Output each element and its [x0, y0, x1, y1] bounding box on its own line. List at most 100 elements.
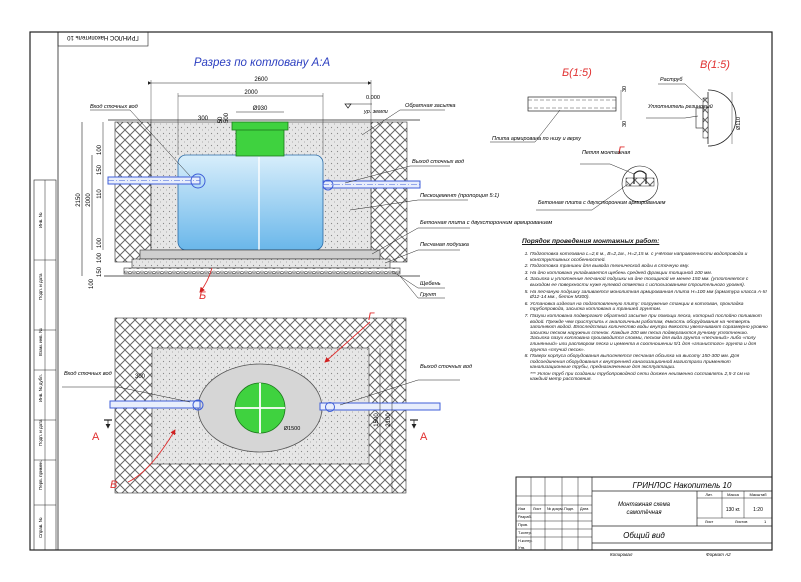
notes-item: Пазухи котлована подвергают обратной зас… [530, 314, 768, 353]
tb-sign: Подп. [564, 507, 574, 511]
outlet-plan-label: Выход сточных вод [420, 364, 472, 370]
dim-300p: 300 [135, 374, 146, 380]
tb-sheets: Листов [735, 520, 747, 524]
side-stamp-6: Перв. примен. [38, 460, 43, 490]
tb-copied: Копировал [610, 552, 633, 557]
side-stamp-3: Взам. инв. № [38, 328, 43, 356]
dim-100d: 100 [89, 278, 95, 289]
tb-view: Общий вид [623, 531, 665, 540]
tb-description-1: Монтажная схема [618, 502, 671, 508]
dim-2000v: 2000 [86, 193, 92, 207]
dim-930: Ø930 [253, 106, 268, 112]
sand-cement-label: Пескоцемент (пропорция 5:1) [420, 193, 499, 199]
side-stamps: Инв. № Подп. и дата Взам. инв. № Инв. № … [33, 179, 57, 551]
rubber-seal-label: Уплотнитель резиновый [647, 103, 713, 110]
notes-item: На песчаную подушку заливается монолитна… [530, 290, 768, 301]
dim-2600: 2600 [254, 77, 268, 83]
tb-nkontr: Н.контр. [518, 539, 533, 543]
side-stamp-1: Инв. № [38, 212, 43, 228]
outer-frame [29, 31, 773, 551]
dim-100a: 100 [97, 144, 103, 155]
inlet-plan-label: Вход сточных вод [64, 371, 112, 377]
tb-sheet: Лист [705, 520, 714, 524]
tb-izm: Изм [518, 507, 525, 511]
tb-col-mass: Масса [727, 492, 740, 497]
tank-neck [235, 127, 285, 157]
marker-v: В [110, 479, 117, 491]
dim-1500v: Ø1500 [284, 426, 301, 432]
tb-product: ГРИНЛОС Накопитель 10 [633, 481, 732, 490]
tb-scale: 1:20 [753, 507, 763, 513]
inlet-top-label: Вход сточных вод [90, 104, 138, 110]
top-stamp-box [57, 31, 149, 47]
side-stamp-7: Справ. № [38, 517, 43, 538]
tb-col-scale: Масштаб [749, 492, 767, 497]
marker-g2: Г [618, 145, 625, 157]
dim-150b: 150 [97, 266, 103, 277]
dim-50: 50 [218, 116, 224, 123]
notes-item: Поверх корпуса оборудования выполняется … [530, 354, 768, 371]
notes-item: Подготовка котлована L=2,6 м., В=2,1м., … [530, 252, 768, 263]
dim-110v: Ø110 [736, 117, 742, 130]
dim-30b: 30 [622, 121, 628, 127]
side-stamp-5: Подп. и дата [38, 419, 43, 446]
tb-doc: № докум. [547, 507, 564, 511]
tank-lid [231, 121, 289, 131]
dim-150: 150 [97, 164, 103, 175]
backfill-label: Обратная засыпка [405, 103, 456, 109]
detail-b: Б(1:5) 30 30 Плита армирована по низу и … [490, 67, 628, 143]
detail-v: В(1:5) Ø110 Раструб Уплотнитель резиновы… [646, 59, 742, 147]
title-block: Изм Лист № докум. Подп. Дата Разраб. Про… [515, 476, 773, 557]
tb-date: Дата [580, 507, 589, 511]
tb-sheets-num: 1 [764, 519, 767, 524]
dim-2000: 2000 [244, 90, 258, 96]
section-view: 2600 2000 Ø930 300 50 500 0.000 ур. земл… [76, 77, 552, 302]
detail-g: Г Петля монтажная Бетонная плита с двухс… [536, 145, 666, 211]
notes-item: Установка изделия на подготовленную плит… [530, 302, 768, 313]
gravel-label: Щебень [420, 281, 441, 287]
notes-list: Подготовка котлована L=2,6 м., В=2,1м., … [520, 252, 768, 371]
tb-razrab: Разраб. [518, 515, 532, 519]
marker-a-left: А [92, 431, 100, 443]
dim-110: 110 [97, 189, 103, 199]
tb-tkontr: Т.контр. [518, 531, 532, 535]
tank-body [177, 154, 324, 251]
ground-level-label: ур. земли [363, 109, 388, 115]
detail-b-title: Б(1:5) [562, 67, 592, 79]
loop-label: Петля монтажная [582, 150, 630, 156]
dim-2150: 2150 [76, 193, 82, 207]
notes-item: На дно котлована укладывается щебень сре… [530, 271, 768, 277]
plan-view: А А 1500 2100 300 Ø1500 Вход сточных вод… [62, 311, 472, 494]
section-title: Разрез по котловану А:А [194, 57, 331, 69]
detail-v-title: В(1:5) [700, 59, 730, 71]
tb-list: Лист [533, 507, 542, 511]
dim-100b: 100 [97, 237, 103, 248]
tb-format: Формат А2 [706, 552, 731, 557]
marker-a-right: А [420, 431, 428, 443]
dim-500: 500 [224, 112, 230, 123]
level-value: 0.000 [366, 95, 380, 101]
concrete-slab-label: Бетонная плита с двухсторонним армирован… [420, 220, 552, 226]
tb-mass: 130 кг. [726, 507, 741, 513]
dim-30a: 30 [622, 86, 628, 92]
dim-2100: 2100 [386, 413, 392, 427]
notes-item: Подготовка траншеи для вывода техническо… [530, 264, 768, 270]
socket-label: Раструб [660, 77, 683, 83]
slab-reinforced-label: Плита армирована по низу и верху [492, 136, 581, 142]
soil-label: Грунт [420, 292, 437, 298]
sand-cushion-label: Песчаная подушка [420, 242, 469, 248]
tb-col-lit: Лит. [705, 492, 712, 497]
dim-1500: 1500 [374, 413, 380, 427]
installation-notes: Порядок проведения монтажных работ: Подг… [520, 238, 768, 468]
dim-100c: 100 [97, 252, 103, 263]
notes-item: Засыпка и уплотнение песчаной подушки на… [530, 277, 768, 288]
tb-prov: Пров. [518, 523, 528, 527]
marker-g: Г [368, 311, 375, 323]
tb-description-2: самотёчная [626, 510, 662, 516]
tb-utv: Утв. [518, 546, 525, 550]
side-stamp-2: Подп. и дата [38, 273, 43, 300]
notes-footnote: *** Уклон труб при создании трубопроводн… [530, 371, 750, 383]
notes-title: Порядок проведения монтажных работ: [522, 238, 660, 245]
